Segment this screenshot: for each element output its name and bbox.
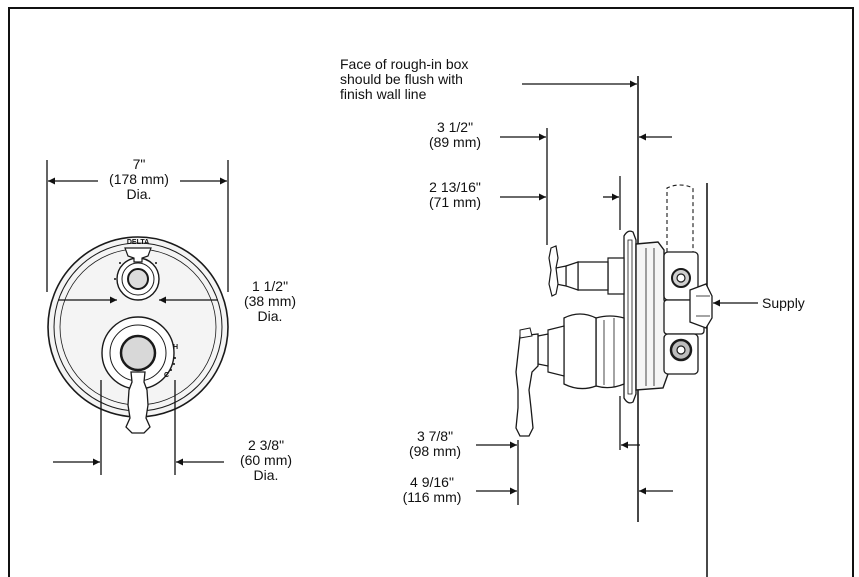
side-dimensions xyxy=(476,80,758,505)
dim-3-1-2-inches: 3 1/2" xyxy=(436,119,474,135)
rough-in-note: Face of rough-in box should be flush wit… xyxy=(340,57,468,102)
dim-2-13-16-inches: 2 13/16" xyxy=(429,179,481,195)
diverter-assembly xyxy=(607,257,625,295)
dim-4-9-16-inches: 4 9/16" xyxy=(410,474,454,490)
handle-diameter-label: 2 3/8" (60 mm) Dia. xyxy=(226,438,306,483)
svg-text:C: C xyxy=(164,372,169,379)
diverter-diameter-dia: Dia. xyxy=(257,308,283,324)
overall-diameter-label: 7" (178 mm) Dia. xyxy=(100,157,178,202)
rough-in-note-line2: should be flush with xyxy=(340,71,463,87)
lever-handle xyxy=(125,371,151,434)
supply-pipe-dashed xyxy=(666,184,694,252)
valve-trim xyxy=(595,315,625,389)
diverter-diameter-label: 1 1/2" (38 mm) Dia. xyxy=(232,279,308,324)
supply-label: Supply xyxy=(762,295,805,311)
frame-border xyxy=(8,7,854,577)
dim-2-13-16-mm: (71 mm) xyxy=(428,194,482,210)
front-view: H C xyxy=(47,236,229,434)
dim-3-7-8-label: 3 7/8" (98 mm) xyxy=(396,429,474,459)
dim-2-13-16-label: 2 13/16" (71 mm) xyxy=(412,180,498,210)
handle-diameter-dia: Dia. xyxy=(253,467,279,483)
side-lever-handle xyxy=(515,333,539,437)
escutcheon-profile xyxy=(623,230,637,404)
dim-4-9-16-mm: (116 mm) xyxy=(402,489,462,505)
dim-4-9-16-label: 4 9/16" (116 mm) xyxy=(390,475,474,505)
valve-body xyxy=(635,241,669,391)
rough-in-note-line1: Face of rough-in box xyxy=(340,56,469,72)
diverter-diameter-inches: 1 1/2" xyxy=(251,278,289,294)
diverter-diameter-mm: (38 mm) xyxy=(243,293,297,309)
handle-diameter-inches: 2 3/8" xyxy=(247,437,285,453)
dim-3-7-8-mm: (98 mm) xyxy=(408,443,462,459)
side-view xyxy=(515,76,713,577)
overall-diameter-dia: Dia. xyxy=(126,186,152,202)
handle-diameter-mm: (60 mm) xyxy=(239,452,293,468)
overall-diameter-mm: (178 mm) xyxy=(109,171,169,187)
svg-text:H: H xyxy=(173,344,178,351)
dim-3-1-2-mm: (89 mm) xyxy=(428,134,482,150)
overall-diameter-inches: 7" xyxy=(132,156,146,172)
front-dimensions xyxy=(46,160,229,475)
brand-mark: DELTA xyxy=(127,239,149,246)
dim-3-1-2-label: 3 1/2" (89 mm) xyxy=(415,120,495,150)
rough-in-note-line3: finish wall line xyxy=(340,86,427,102)
dim-3-7-8-inches: 3 7/8" xyxy=(416,428,454,444)
